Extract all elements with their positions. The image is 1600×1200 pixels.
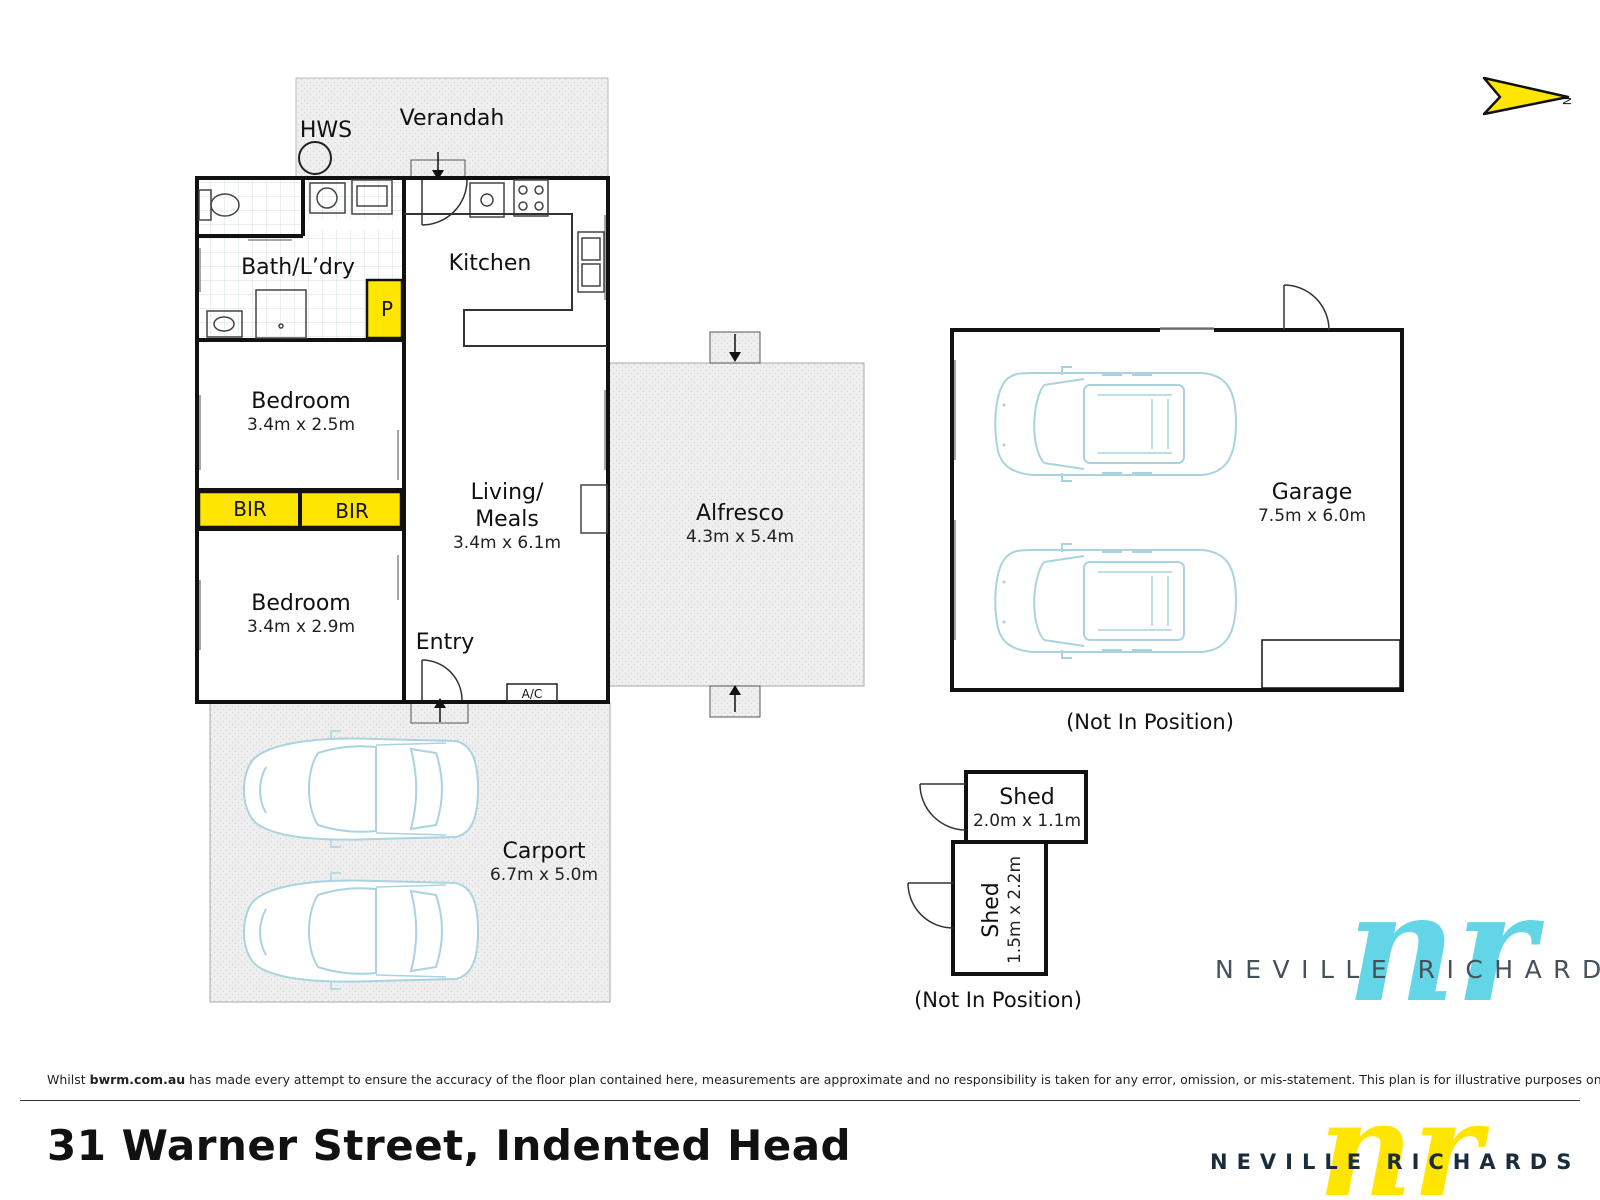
bedroom-2-size: 3.4m x 2.9m [247, 617, 355, 637]
doors [421, 179, 468, 701]
brand-name-footer: NEVILLE RICHARDS [1210, 1150, 1580, 1174]
carport-label: Carport [503, 839, 586, 864]
bedroom-1-label: Bedroom [251, 389, 351, 414]
hot-water-system-icon [298, 141, 332, 175]
kitchen-sink-icon [577, 231, 605, 293]
bedroom-2-label: Bedroom [251, 591, 351, 616]
shed-2-door [907, 882, 954, 929]
brand-monogram-footer: nr [1318, 1073, 1490, 1200]
car-icon-carport-2 [242, 872, 479, 990]
air-conditioner-icon [506, 683, 558, 703]
alfresco-size: 4.3m x 5.4m [686, 527, 794, 547]
north-label: N [1560, 97, 1573, 105]
living-label-line-2: Meals [475, 507, 539, 532]
disclaimer: Whilst bwrm.com.au has made every attemp… [47, 1072, 1600, 1087]
shed-not-in-position: (Not In Position) [914, 988, 1082, 1012]
door-arrows [432, 152, 741, 722]
kitchen-label: Kitchen [449, 251, 532, 276]
carport-size: 6.7m x 5.0m [490, 865, 598, 885]
verandah-label: Verandah [400, 106, 505, 131]
ac-label: A/C [522, 687, 543, 701]
brand-name-mid: NEVILLE RICHARD [1215, 955, 1600, 984]
living-label-line-1: Living/ [471, 480, 544, 505]
garage-not-in-position: (Not In Position) [1066, 710, 1234, 734]
car-icon-carport-1 [242, 730, 479, 848]
shed-2-size: 1.5m x 2.2m [1005, 856, 1025, 964]
window-marks [199, 215, 606, 650]
bedroom-1-size: 3.4m x 2.5m [247, 415, 355, 435]
shed-1-walls [964, 770, 1088, 844]
shed-2-label: Shed [979, 882, 1004, 937]
alfresco-label: Alfresco [696, 501, 784, 526]
washing-machine-icon [309, 182, 346, 214]
brand-logo-footer: nr NEVILLE RICHARDS [1210, 1073, 1580, 1200]
hws-label: HWS [300, 118, 352, 143]
bath-laundry-label: Bath/L’dry [241, 255, 355, 280]
shed-1-door [919, 783, 967, 831]
toilet-bowl-icon [210, 193, 240, 217]
entry-label: Entry [416, 630, 475, 655]
house-walls [195, 176, 610, 704]
disclaimer-before: Whilst [47, 1072, 90, 1087]
fridge-icon [469, 182, 505, 218]
property-address: 31 Warner Street, Indented Head [47, 1121, 852, 1170]
brand-logo-mid: nr NEVILLE RICHARD [1215, 860, 1600, 1036]
shed-1-label: Shed [999, 785, 1054, 810]
laundry-sink-icon [351, 179, 393, 215]
shed-1-size: 2.0m x 1.1m [973, 811, 1081, 831]
garage-label: Garage [1272, 480, 1353, 505]
bir-1-label: BIR [233, 497, 267, 521]
pantry-label: P [381, 297, 393, 321]
garage-door [1283, 284, 1330, 331]
disclaimer-after: has made every attempt to ensure the acc… [185, 1072, 1600, 1087]
garage-size: 7.5m x 6.0m [1258, 506, 1366, 526]
brand-monogram-mid: nr [1347, 860, 1545, 1036]
garage-bench [1261, 639, 1401, 689]
living-size: 3.4m x 6.1m [453, 533, 561, 553]
kitchen-bench-outline [404, 213, 607, 347]
disclaimer-site: bwrm.com.au [89, 1072, 186, 1087]
vanity-icon [206, 310, 243, 338]
cooktop-icon [513, 179, 549, 217]
car-icon-garage-1 [994, 366, 1237, 482]
footer-divider [20, 1100, 1580, 1101]
fixtures [198, 141, 608, 703]
alfresco-area [607, 362, 865, 687]
bir-2-label: BIR [335, 499, 369, 523]
toilet-tiles [197, 180, 303, 236]
fireplace-icon [580, 484, 608, 534]
shed-2-walls [951, 840, 1048, 976]
shower-icon [255, 289, 307, 339]
car-icon-garage-2 [994, 543, 1237, 659]
north-arrow-icon: N [1482, 76, 1573, 116]
